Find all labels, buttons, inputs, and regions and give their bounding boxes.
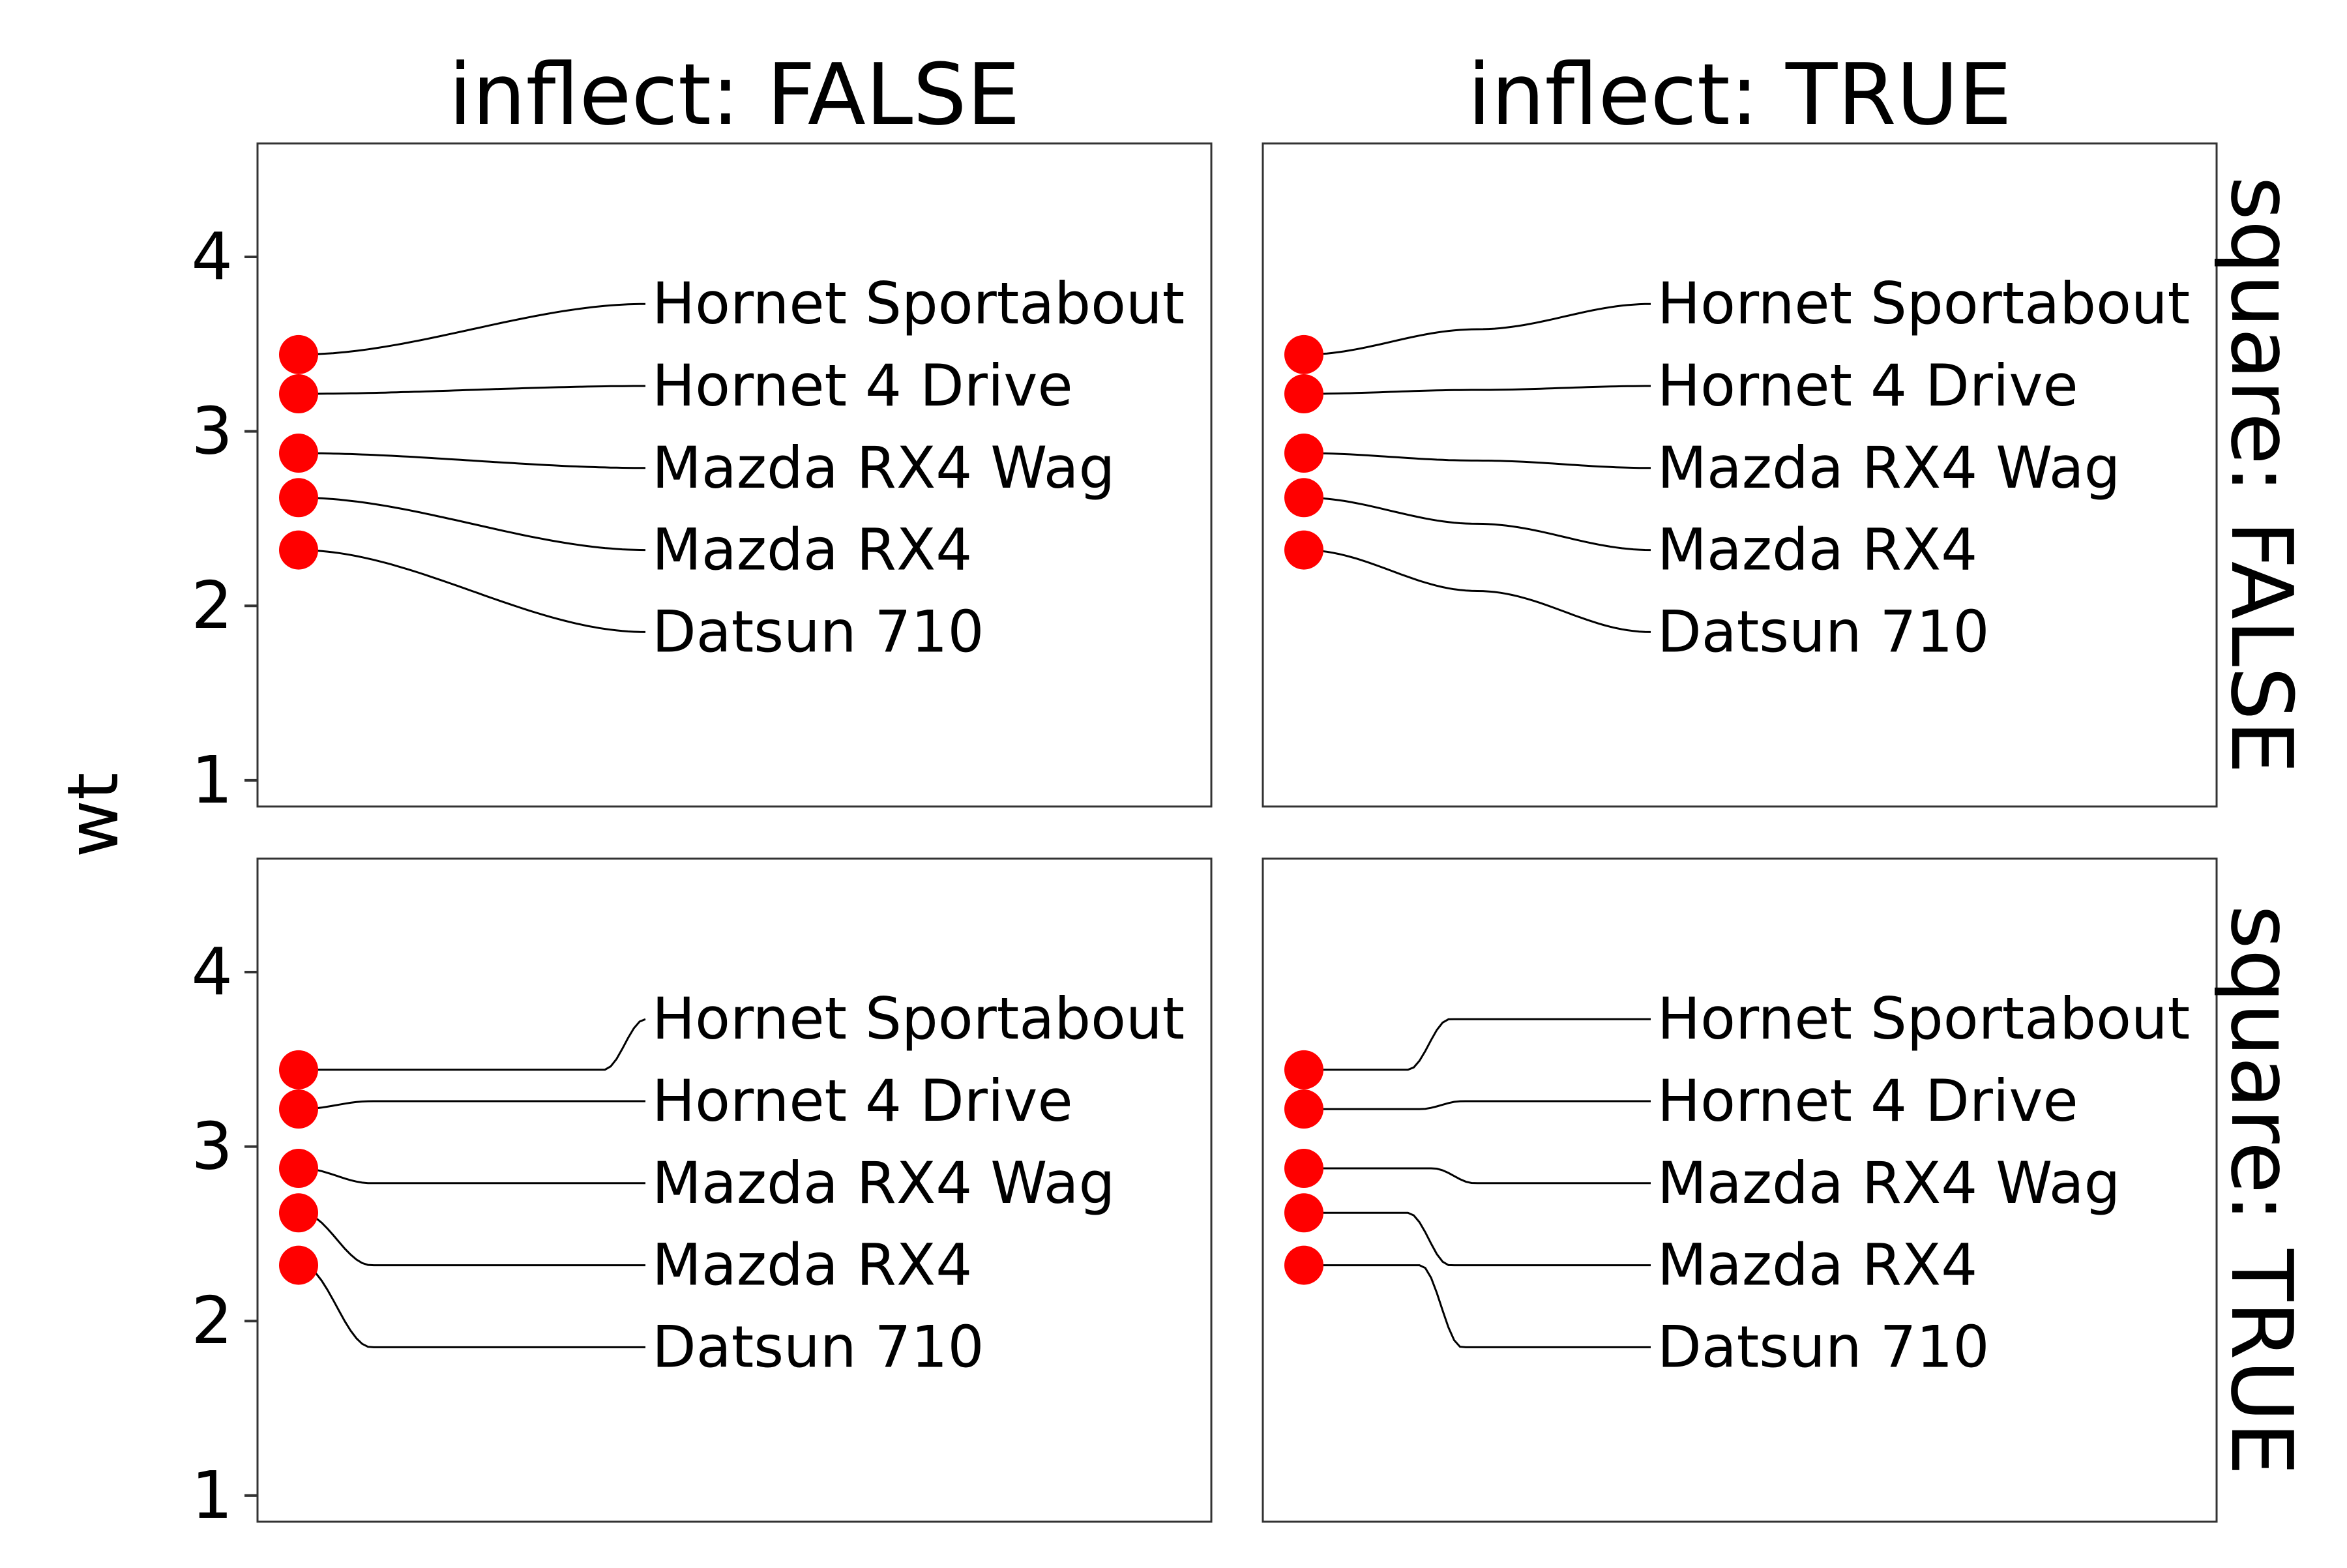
point-label: Hornet 4 Drive [1657, 352, 2078, 419]
data-point [1284, 434, 1323, 473]
y-tick-label: 1 [191, 742, 233, 818]
point-label: Hornet 4 Drive [1657, 1067, 2078, 1134]
panel-border [256, 142, 1213, 808]
label-connector [298, 549, 646, 633]
point-label: Datsun 710 [1657, 598, 1990, 665]
data-point [279, 478, 318, 518]
point-label: Hornet Sportabout [1657, 985, 2190, 1052]
point-label: Mazda RX4 Wag [652, 434, 1115, 501]
data-point [1284, 478, 1323, 518]
point-label: Datsun 710 [1657, 1313, 1990, 1380]
label-connector [1303, 303, 1651, 356]
facet-row-label-1: square: FALSE [2212, 176, 2311, 774]
label-connector [298, 1100, 645, 1110]
data-point [1284, 1193, 1323, 1233]
facet-column-label-1: inflect: FALSE [449, 45, 1020, 144]
point-label: Mazda RX4 [1657, 1232, 1977, 1299]
point-label: Mazda RX4 [652, 516, 972, 584]
label-connector [298, 1264, 645, 1348]
label-connector [1303, 385, 1651, 395]
label-connector [1304, 1211, 1651, 1267]
point-label: Mazda RX4 Wag [652, 1149, 1115, 1217]
facet-row-label-2: square: TRUE [2212, 905, 2311, 1475]
data-point [279, 1089, 318, 1129]
y-tick-label: 4 [191, 218, 233, 295]
point-label: Datsun 710 [652, 1313, 984, 1380]
panel-border [1262, 857, 2218, 1523]
label-connector [298, 1211, 645, 1267]
data-point [279, 334, 318, 374]
point-label: Mazda RX4 [1657, 516, 1977, 584]
y-tick-label: 2 [191, 1282, 233, 1359]
label-connector [1304, 1100, 1651, 1110]
y-tick-label: 3 [191, 1108, 233, 1185]
label-connector [298, 1167, 645, 1185]
label-connector [298, 452, 645, 469]
label-connector [1304, 1264, 1651, 1348]
y-tick-label: 3 [191, 393, 233, 469]
point-label: Hornet Sportabout [652, 270, 1185, 337]
y-tick-label: 4 [191, 934, 233, 1010]
data-point [279, 1149, 318, 1189]
label-connector [298, 385, 645, 395]
point-label: Datsun 710 [652, 598, 984, 665]
label-connector [1303, 549, 1651, 633]
point-label: Hornet 4 Drive [652, 1067, 1073, 1134]
data-point [279, 530, 318, 570]
data-point [1284, 1050, 1323, 1089]
point-label: Hornet 4 Drive [652, 352, 1073, 419]
label-connector [298, 496, 646, 552]
data-point [1284, 1149, 1323, 1189]
label-connector [299, 1018, 646, 1071]
label-connector [1303, 452, 1651, 469]
label-connector [299, 303, 646, 356]
data-point [1284, 530, 1323, 570]
y-axis-label: wt [53, 773, 134, 858]
data-point [1284, 334, 1323, 374]
data-point [279, 1050, 318, 1089]
point-label: Hornet Sportabout [1657, 270, 2190, 337]
point-label: Mazda RX4 Wag [1657, 1149, 2120, 1217]
label-connector [1304, 1018, 1651, 1071]
data-point [279, 374, 318, 414]
data-point [279, 434, 318, 473]
data-point [1284, 1089, 1323, 1129]
point-label: Mazda RX4 Wag [1657, 434, 2120, 501]
data-point [279, 1245, 318, 1285]
point-label: Mazda RX4 [652, 1232, 972, 1299]
point-label: Hornet Sportabout [652, 985, 1185, 1052]
panel-border [256, 857, 1213, 1523]
panel-border [1262, 142, 2218, 808]
label-connector [1303, 496, 1651, 552]
y-tick-label: 1 [191, 1457, 233, 1533]
data-point [279, 1193, 318, 1233]
label-connector [1304, 1167, 1651, 1185]
data-point [1284, 374, 1323, 414]
data-point [1284, 1245, 1323, 1285]
facet-column-label-2: inflect: TRUE [1468, 45, 2012, 144]
y-tick-label: 2 [191, 567, 233, 643]
